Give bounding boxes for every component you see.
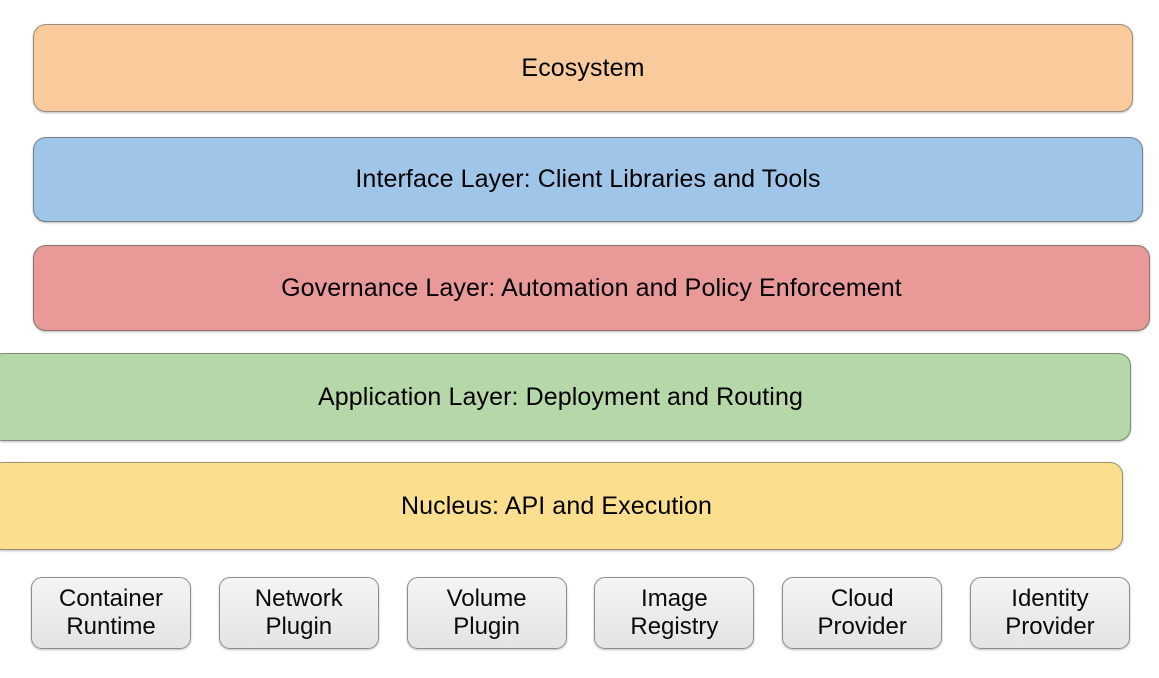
provider-identity-provider-line1: Identity bbox=[1011, 585, 1089, 613]
provider-image-registry-line2: Registry bbox=[630, 613, 719, 640]
provider-identity-provider[interactable]: Identity Provider bbox=[969, 577, 1130, 649]
layer-governance-label: Governance Layer: Automation and Policy … bbox=[281, 273, 902, 302]
provider-container-runtime-line2: Runtime bbox=[66, 613, 156, 640]
provider-volume-plugin-line1: Volume bbox=[446, 585, 527, 613]
provider-container-runtime[interactable]: Container Runtime bbox=[31, 577, 191, 649]
provider-cloud-provider-line1: Cloud bbox=[830, 585, 894, 613]
provider-network-plugin[interactable]: Network Plugin bbox=[218, 577, 379, 649]
provider-network-plugin-line1: Network bbox=[254, 585, 343, 613]
layer-interface-label: Interface Layer: Client Libraries and To… bbox=[355, 165, 821, 194]
provider-volume-plugin-line2: Plugin bbox=[453, 613, 520, 640]
layer-interface[interactable]: Interface Layer: Client Libraries and To… bbox=[33, 137, 1143, 222]
provider-image-registry-line1: Image bbox=[641, 585, 708, 613]
layer-nucleus[interactable]: Nucleus: API and Execution bbox=[0, 462, 1123, 550]
provider-container-runtime-line1: Container bbox=[58, 585, 164, 613]
provider-cloud-provider[interactable]: Cloud Provider bbox=[782, 577, 943, 649]
provider-network-plugin-line2: Plugin bbox=[265, 613, 333, 640]
provider-identity-provider-line2: Provider bbox=[1005, 613, 1095, 640]
layer-application-label: Application Layer: Deployment and Routin… bbox=[318, 382, 803, 411]
layer-ecosystem-label: Ecosystem bbox=[521, 53, 645, 82]
provider-cloud-provider-line2: Provider bbox=[817, 613, 907, 640]
layer-nucleus-label: Nucleus: API and Execution bbox=[400, 491, 713, 520]
provider-image-registry[interactable]: Image Registry bbox=[594, 577, 755, 649]
layer-governance[interactable]: Governance Layer: Automation and Policy … bbox=[33, 245, 1150, 331]
provider-row: Container Runtime Network Plugin Volume … bbox=[31, 577, 1130, 649]
provider-volume-plugin[interactable]: Volume Plugin bbox=[406, 577, 567, 649]
layer-application[interactable]: Application Layer: Deployment and Routin… bbox=[0, 353, 1131, 441]
layer-ecosystem[interactable]: Ecosystem bbox=[33, 24, 1133, 112]
